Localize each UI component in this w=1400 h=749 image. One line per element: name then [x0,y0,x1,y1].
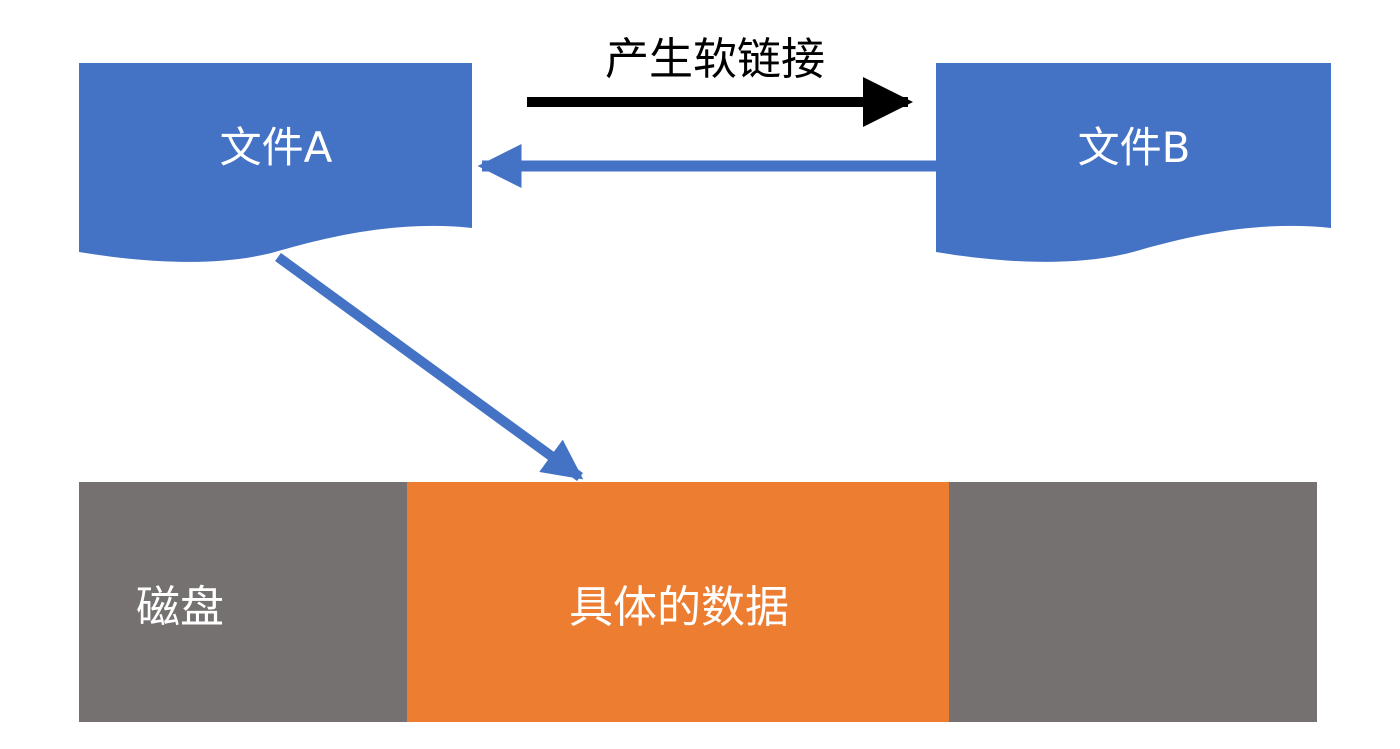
file-a-label: 文件A [220,123,333,172]
file-a-document [79,63,472,262]
file-a-to-data-arrow [275,252,584,482]
data-block-label: 具体的数据 [569,582,789,633]
disk-right-segment [949,482,1317,722]
create-link-label: 产生软链接 [605,34,825,85]
file-b-label: 文件B [1078,123,1191,172]
disk-label: 磁盘 [136,582,224,633]
disk-left-segment [79,482,409,722]
file-b-document [936,63,1331,262]
disk-data-block [407,482,951,722]
